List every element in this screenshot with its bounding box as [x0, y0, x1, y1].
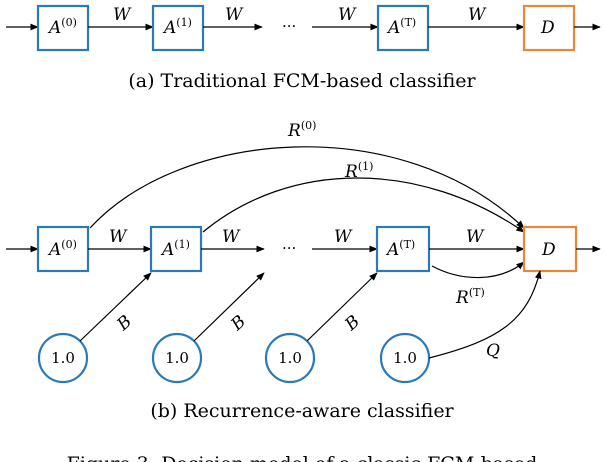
node-b-a0-label: A(0)	[47, 238, 77, 260]
bias-node-2	[264, 332, 316, 384]
edge-w-4-label: W	[468, 5, 487, 25]
bias-node-2-value: 1.0	[278, 349, 302, 367]
bias-node-0	[37, 332, 89, 384]
edge-r1	[202, 177, 525, 233]
edge-w-3-label: W	[338, 5, 357, 25]
edge-bias-0	[79, 272, 152, 342]
node-a0-label: A(0)	[47, 16, 77, 38]
node-b-at	[375, 225, 431, 273]
traditional-fcm-diagram: A(0) W A(1) W ··· W A(T) W D (a) Traditi…	[6, 4, 601, 92]
edge-bias-1-label: B	[227, 312, 250, 336]
edge-bias-0-label: B	[113, 312, 136, 336]
edge-rt	[431, 261, 525, 279]
node-b-a1	[149, 225, 203, 273]
bias-node-0-value: 1.0	[51, 349, 75, 367]
recurrence-aware-diagram: R(0) R(1) R(T) A(0) W A(1) W ··· W A(T) …	[6, 119, 601, 422]
edge-b-w-2-label: W	[222, 227, 241, 247]
edge-b-w-1-label: W	[109, 227, 128, 247]
edge-b-w-3-label: W	[334, 227, 353, 247]
node-at	[376, 4, 430, 52]
edge-bias-2	[306, 272, 378, 342]
edge-r1-label: R(1)	[344, 160, 373, 182]
edge-rt-label: R(T)	[455, 286, 485, 308]
caption-a: (a) Traditional FCM-based classifier	[128, 70, 476, 92]
bias-node-3-value: 1.0	[393, 349, 417, 367]
edge-q	[428, 270, 542, 359]
ellipsis-b: ···	[282, 239, 296, 257]
node-at-label: A(T)	[386, 16, 416, 38]
node-d	[522, 4, 576, 52]
caption-b: (b) Recurrence-aware classifier	[150, 400, 454, 422]
edge-bias-2-label: B	[341, 312, 364, 336]
edge-q-label: Q	[486, 341, 500, 361]
figure-caption: Figure 3: Decision model of a classic FC…	[67, 453, 538, 462]
edge-b-w-4-label: W	[466, 227, 485, 247]
edge-w-1-label: W	[113, 5, 132, 25]
node-b-at-label: A(T)	[385, 238, 415, 260]
ellipsis: ···	[282, 17, 296, 35]
node-a1	[151, 4, 205, 52]
node-b-a1-label: A(1)	[160, 238, 190, 260]
node-b-d-label: D	[541, 240, 556, 260]
edge-w-2-label: W	[225, 5, 244, 25]
node-d-label: D	[540, 18, 555, 38]
bias-node-1	[151, 332, 203, 384]
edge-bias-1	[193, 272, 265, 342]
edge-r0-label: R(0)	[287, 119, 316, 141]
node-a0	[36, 4, 90, 52]
bias-node-1-value: 1.0	[165, 349, 189, 367]
node-a1-label: A(1)	[162, 16, 192, 38]
edge-r0	[89, 146, 525, 229]
